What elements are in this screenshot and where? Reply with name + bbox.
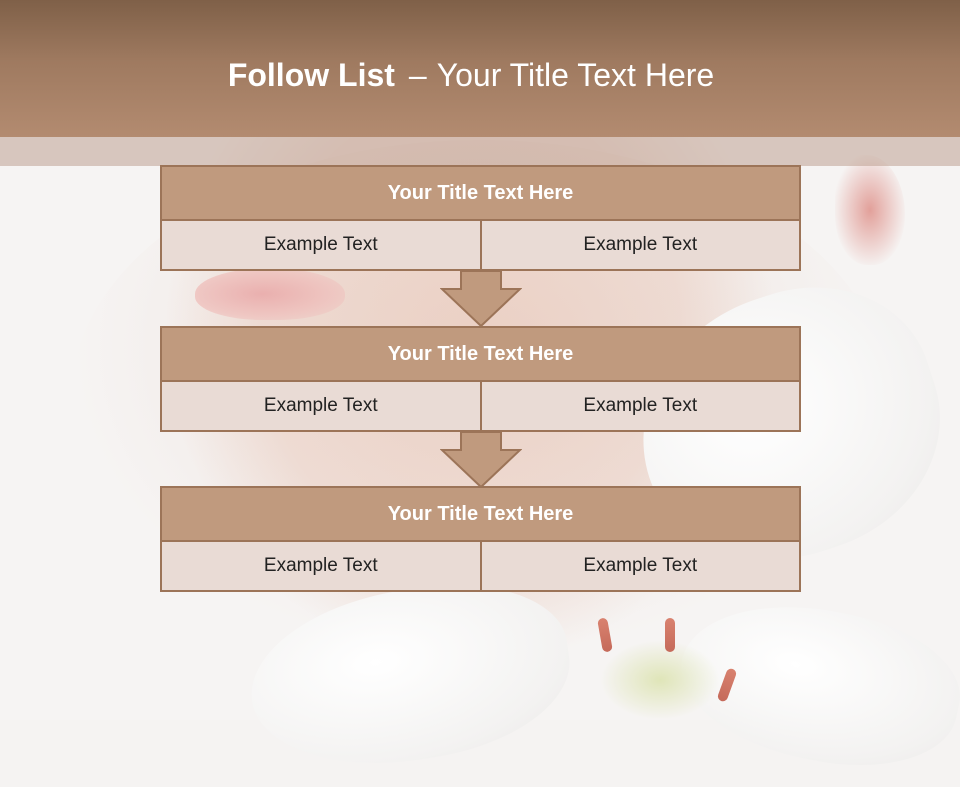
down-arrow-icon (440, 431, 522, 489)
step-cell-right: Example Text (481, 542, 801, 592)
step-cell-left: Example Text (160, 221, 482, 271)
lily-center (600, 640, 720, 720)
header-band (0, 0, 960, 137)
step-cell-right: Example Text (481, 382, 801, 432)
step-row: Example Text Example Text (160, 221, 801, 271)
down-arrow-icon (440, 270, 522, 328)
header-strip (0, 137, 960, 166)
step-cell-right: Example Text (481, 221, 801, 271)
step-row: Example Text Example Text (160, 382, 801, 432)
cheek-image (835, 155, 905, 265)
title-separator: – (408, 57, 427, 93)
lips-image (195, 268, 345, 320)
step-cell-left: Example Text (160, 542, 482, 592)
slide-title: Follow List–Your Title Text Here (0, 52, 942, 98)
step-row: Example Text Example Text (160, 542, 801, 592)
title-bold: Follow List (227, 57, 395, 93)
step-block-2: Your Title Text Here Example Text Exampl… (160, 326, 801, 432)
step-heading: Your Title Text Here (160, 486, 801, 542)
step-block-3: Your Title Text Here Example Text Exampl… (160, 486, 801, 592)
step-block-1: Your Title Text Here Example Text Exampl… (160, 165, 801, 271)
title-rest: Your Title Text Here (436, 57, 715, 93)
lily-stamen (665, 618, 675, 652)
step-cell-left: Example Text (160, 382, 482, 432)
step-heading: Your Title Text Here (160, 165, 801, 221)
step-heading: Your Title Text Here (160, 326, 801, 382)
